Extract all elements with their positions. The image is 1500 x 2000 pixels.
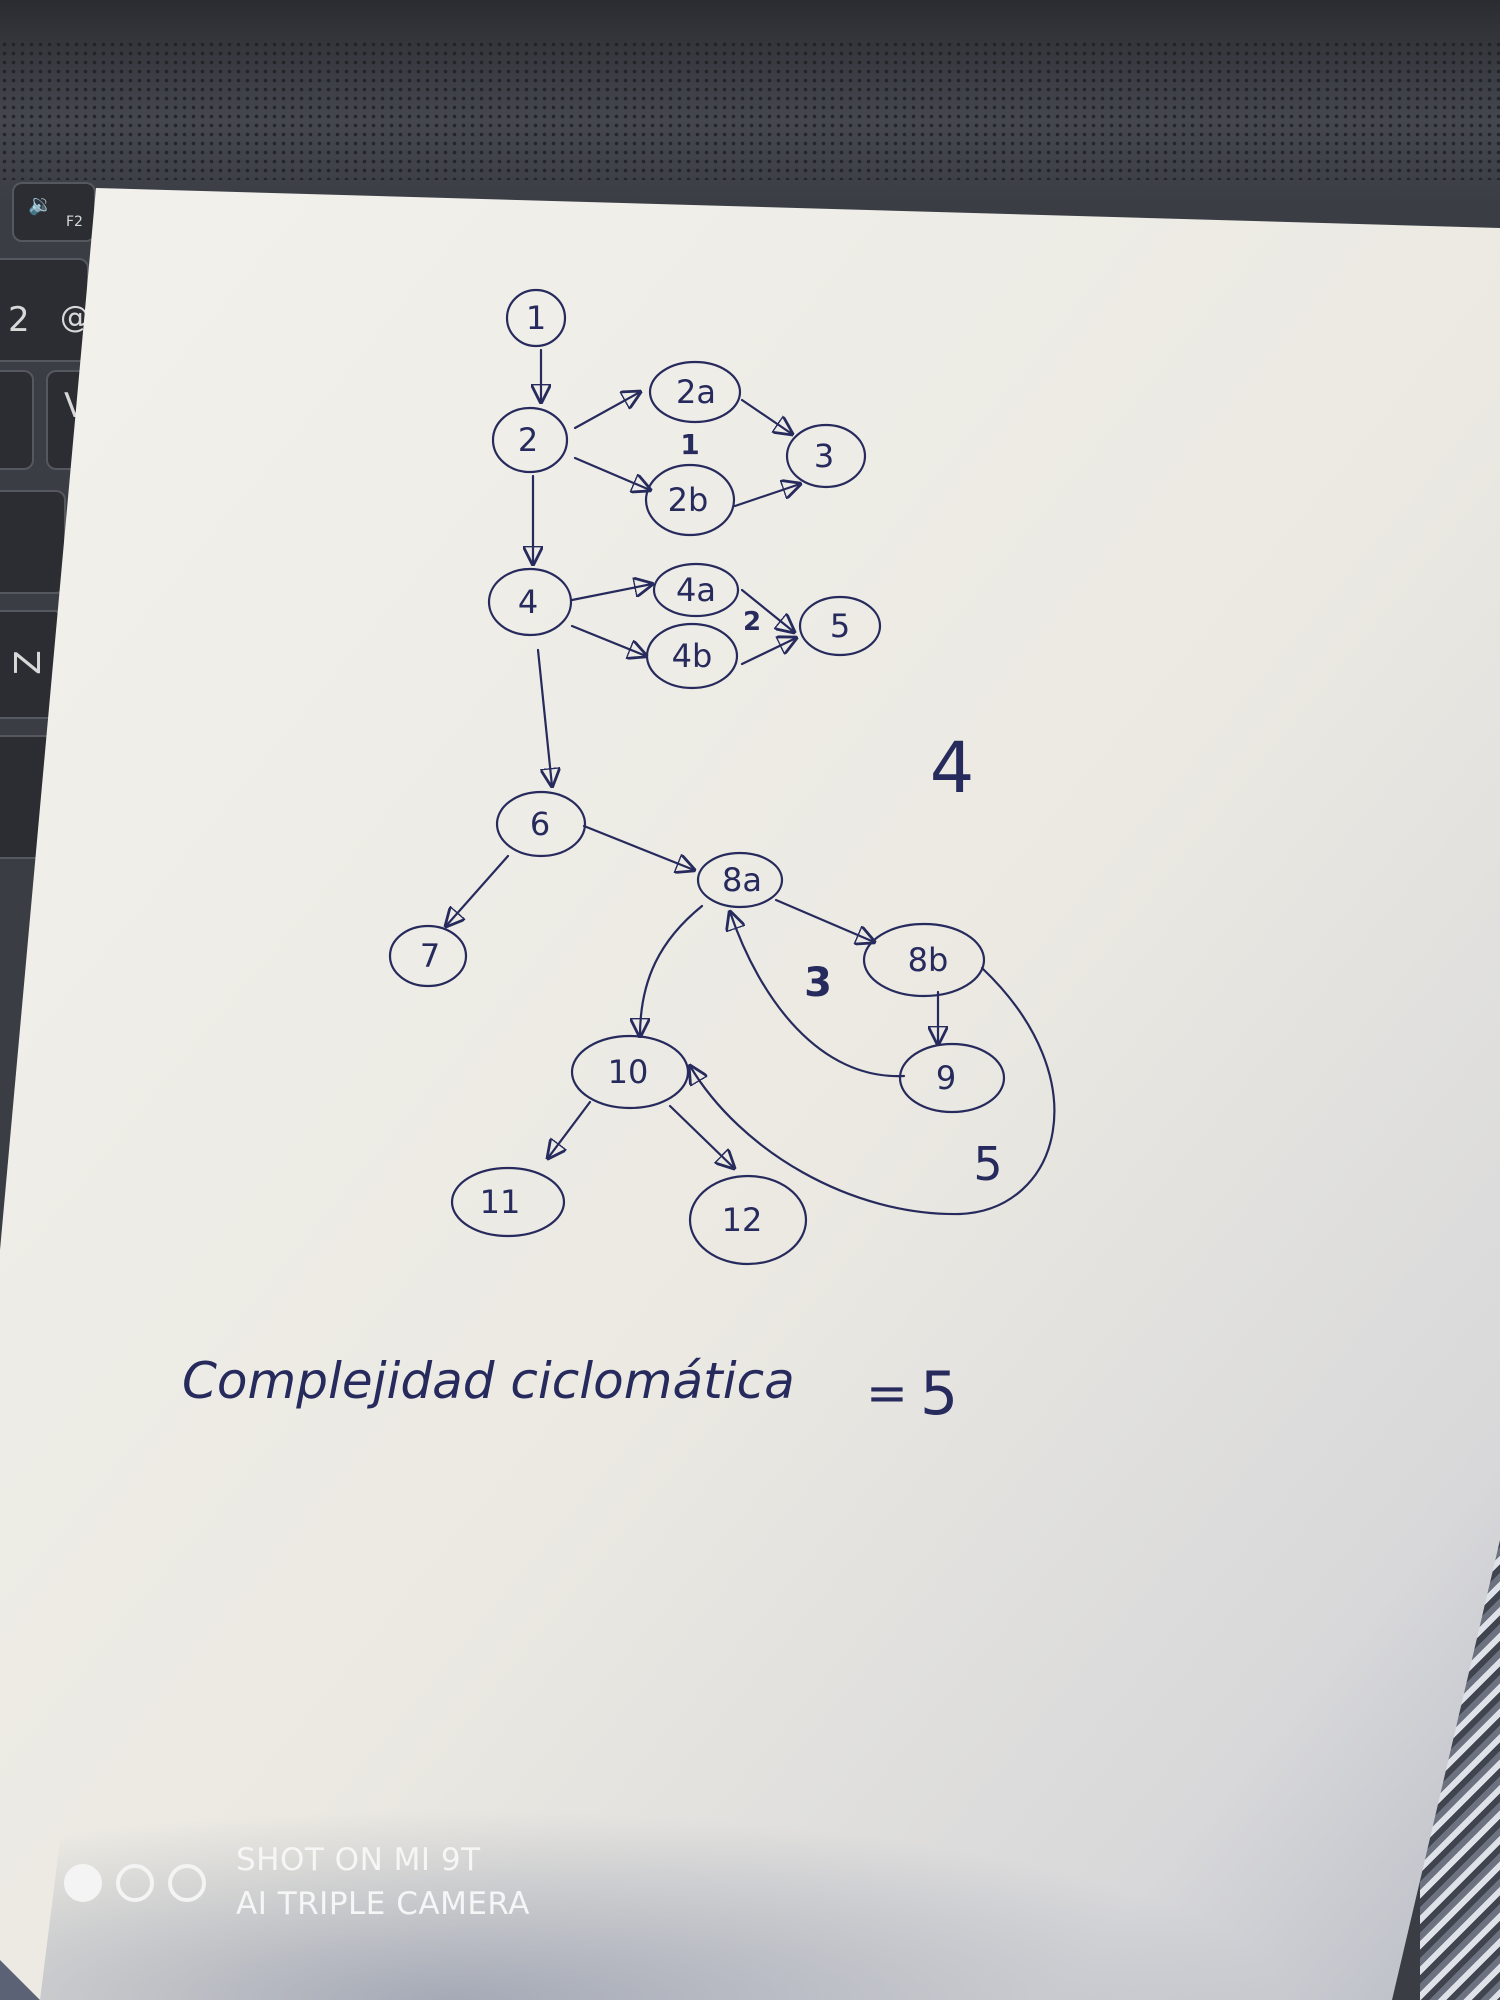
watermark-line-1: SHOT ON MI 9T [236, 1842, 481, 1878]
node-label-8a: 8a [722, 861, 762, 899]
edge-8a-10 [640, 904, 704, 1036]
edge-2b-3 [733, 484, 800, 508]
edge-4a-5 [740, 588, 794, 632]
node-9 [898, 1042, 1006, 1114]
node-8a [696, 851, 784, 909]
node-11 [450, 1166, 566, 1238]
node-label-7: 7 [420, 937, 440, 975]
node-label-3: 3 [814, 437, 834, 475]
watermark-line-2: AI TRIPLE CAMERA [236, 1886, 530, 1922]
edge-2-2a [573, 392, 640, 430]
edge-10-11 [548, 1100, 592, 1158]
edge-4-4b [570, 624, 646, 656]
edge-9-8a [730, 912, 906, 1078]
watermark-dot-hollow-2 [168, 1864, 206, 1902]
edge-4-6 [536, 648, 552, 786]
region-3: 3 [804, 960, 832, 1006]
flow-graph [388, 288, 1056, 1266]
edge-6-8a [582, 824, 694, 870]
node-3 [785, 423, 867, 489]
watermark-dot-hollow-1 [116, 1864, 154, 1902]
node-label-10: 10 [608, 1053, 649, 1091]
key-f2: 🔉 F2 [12, 182, 96, 242]
key-f2-label: F2 [66, 214, 83, 230]
node-7 [388, 924, 468, 988]
node-2b [644, 463, 736, 537]
paper-shadow [40, 1684, 1420, 2000]
node-10 [570, 1034, 690, 1110]
node-label-6: 6 [530, 805, 550, 843]
node-label-2: 2 [518, 421, 538, 459]
node-label-4a: 4a [676, 571, 716, 609]
node-label-5: 5 [830, 607, 850, 645]
volume-down-icon: 🔉 [28, 192, 53, 216]
formula-label: Complejidad ciclomática [182, 1352, 795, 1410]
key-2-label: 2 [8, 300, 30, 340]
cyclomatic-formula: Complejidad ciclomática = 5 [182, 1352, 958, 1429]
node-label-8b: 8b [908, 941, 949, 979]
camera-watermark: SHOT ON MI 9T AI TRIPLE CAMERA [62, 1842, 622, 1942]
edge-2a-3 [740, 398, 792, 434]
node-label-11: 11 [480, 1183, 521, 1221]
node-label-1: 1 [526, 299, 546, 337]
node-2a [648, 360, 742, 424]
node-labels: 1 2 2a 2b 3 4 4a 4b 5 6 7 8a 8b 9 10 11 … [420, 299, 956, 1239]
node-2 [491, 406, 569, 474]
node-label-12: 12 [722, 1201, 763, 1239]
region-numbers: 1 2 3 4 5 [680, 428, 1002, 1191]
node-label-4: 4 [518, 583, 538, 621]
formula-equals: = [866, 1364, 908, 1422]
region-2: 2 [743, 607, 761, 637]
node-6 [495, 790, 587, 858]
speaker-grille [0, 40, 1500, 180]
node-label-9: 9 [936, 1059, 956, 1097]
region-5: 5 [973, 1137, 1002, 1191]
edge-8a-8b [774, 898, 874, 942]
node-4 [487, 567, 573, 637]
edge-10-12 [668, 1104, 734, 1168]
paper-outline [0, 188, 1500, 2000]
edge-4b-5 [740, 638, 796, 666]
edge-6-7 [446, 854, 510, 926]
node-label-4b: 4b [672, 637, 713, 675]
key-2: 2 @ [0, 258, 90, 362]
node-5 [798, 595, 882, 657]
region-4: 4 [930, 727, 975, 809]
node-12 [688, 1174, 808, 1266]
node-label-2b: 2b [668, 481, 709, 519]
edge-2-2b [573, 456, 650, 490]
node-label-2a: 2a [676, 373, 716, 411]
node-8b [862, 922, 986, 998]
watermark-dot-filled [64, 1864, 102, 1902]
edge-4-4a [570, 584, 652, 602]
region-1: 1 [680, 428, 699, 461]
formula-value: 5 [920, 1359, 958, 1429]
node-4b [645, 622, 739, 690]
edge-8b-10 [690, 966, 1056, 1216]
node-1 [505, 288, 567, 348]
key-row-q [0, 370, 34, 470]
node-4a [652, 562, 740, 618]
